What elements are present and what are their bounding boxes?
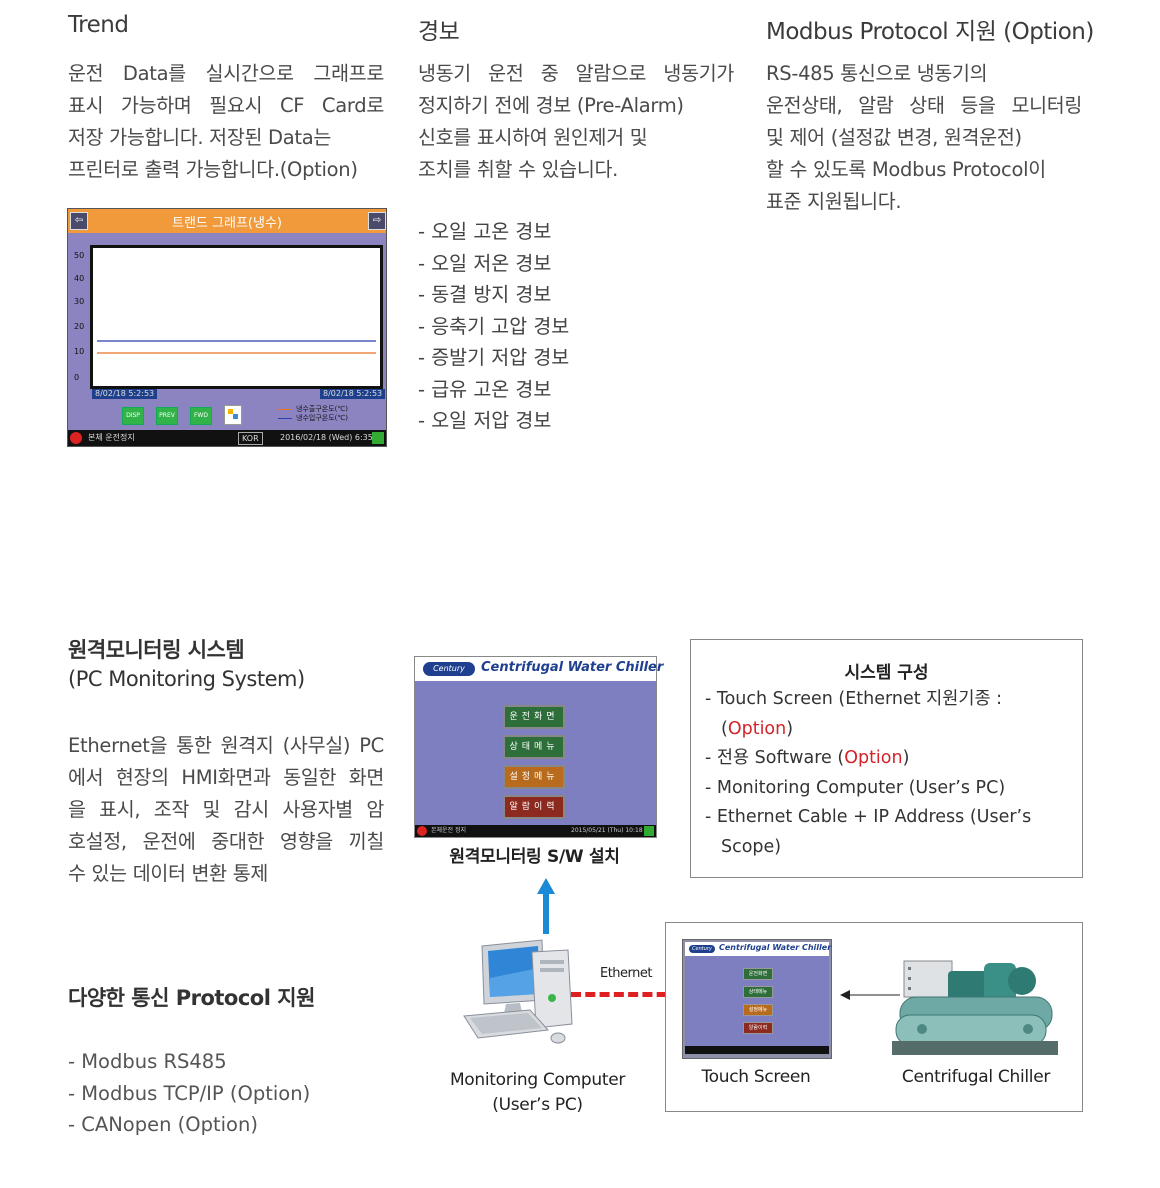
list-item: - 응축기 고압 경보 — [418, 314, 570, 338]
list-item: - 오일 저온 경보 — [418, 251, 552, 275]
palette-icon[interactable] — [224, 405, 242, 425]
trend-lines — [97, 340, 376, 354]
remote-screen-title: Centrifugal Water Chiller — [481, 660, 664, 675]
protocol-heading: 다양한 통신 Protocol 지원 — [68, 986, 315, 1010]
left-arrow-icon — [840, 990, 900, 1000]
ethernet-label: Ethernet — [600, 966, 653, 981]
computer-icon — [463, 939, 573, 1044]
list-item: - 오일 저압 경보 — [418, 409, 552, 432]
list-item: - CANopen (Option) — [68, 1113, 258, 1136]
trend-legend: 냉수출구온도(℃) 냉수입구온도(℃) — [278, 405, 348, 423]
alarm-icon[interactable] — [70, 432, 82, 444]
menu-item[interactable]: 알람이력 — [743, 1022, 773, 1034]
status-time: 2015/05/21 (Thu) 10:18 — [571, 827, 643, 834]
list-item: - Modbus RS485 — [68, 1050, 227, 1073]
system-config-box: 시스템 구성 - Touch Screen (Ethernet 지원기종 : (… — [690, 639, 1083, 878]
y-tick: 10 — [74, 347, 85, 356]
language-button[interactable]: KOR — [238, 432, 263, 445]
time-start: 8/02/18 5:2:53 — [92, 389, 158, 399]
y-tick: 50 — [74, 251, 85, 260]
pc-caption: Monitoring Computer (User’s PC) — [449, 1070, 626, 1115]
century-logo: Century — [423, 662, 475, 676]
menu-item[interactable]: 운전화면 — [743, 968, 773, 980]
back-arrow-icon[interactable]: ⇦ — [70, 212, 88, 230]
chiller-caption: Centrifugal Chiller — [901, 1067, 1051, 1087]
list-item: - Monitoring Computer (User’s PC) — [705, 777, 1006, 798]
trend-screen-titlebar: 트랜드 그래프(냉수) — [68, 209, 386, 233]
status-text: 본체 운전정지 — [88, 433, 135, 442]
remote-description: Ethernet을 통한 원격지 (사무실) PC 에서 현장의 HMI화면과 … — [68, 734, 384, 885]
list-item: - 동결 방지 경보 — [418, 283, 552, 306]
remote-menu-panel: 운전화면 상태메뉴 설정메뉴 알람이력 — [415, 681, 656, 825]
list-item: - 전용 Software (Option) — [705, 748, 910, 768]
menu-item[interactable]: 상태메뉴 — [743, 986, 773, 998]
alarm-history-button[interactable]: 알람이력 — [503, 795, 565, 819]
protocol-list: - Modbus RS485 - Modbus TCP/IP (Option) … — [68, 1046, 310, 1141]
alarm-list: - 오일 고온 경보 - 오일 저온 경보 - 동결 방지 경보 - 응축기 고… — [418, 216, 569, 437]
touch-screen-device: Century Centrifugal Water Chiller 운전화면 상… — [682, 939, 832, 1059]
alarm-icon[interactable] — [417, 826, 427, 836]
modbus-heading: Modbus Protocol 지원 (Option) — [766, 19, 1094, 45]
century-logo: Century — [689, 945, 715, 953]
list-item: - Touch Screen (Ethernet 지원기종 : — [705, 689, 1003, 709]
list-item: (Option) — [721, 718, 794, 739]
prev-button[interactable]: PREV — [156, 407, 178, 425]
settings-menu-button[interactable]: 설정메뉴 — [503, 765, 565, 789]
ethernet-cable-line — [571, 992, 681, 997]
remote-status-bar: 본체운전 정지 2015/05/21 (Thu) 10:18 — [415, 825, 656, 837]
remote-caption: 원격모니터링 S/W 설치 — [449, 847, 620, 867]
y-tick: 40 — [74, 274, 85, 283]
forward-arrow-icon[interactable]: ⇨ — [368, 212, 386, 230]
home-icon[interactable] — [644, 826, 654, 836]
trend-status-bar: 본체 운전정지 KOR 2016/02/18 (Wed) 6:35 — [68, 430, 386, 446]
remote-heading: 원격모니터링 시스템 — [68, 638, 245, 662]
field-equipment-box: Century Centrifugal Water Chiller 운전화면 상… — [665, 922, 1083, 1112]
up-arrow-icon — [537, 878, 555, 934]
trend-description: 운전 Data를 실시간으로 그래프로 표시 가능하며 필요시 CF Card로… — [68, 62, 384, 181]
trend-graph-screen: 트랜드 그래프(냉수) ⇦ ⇨ 50 40 30 20 10 0 8/02/18… — [67, 208, 387, 447]
list-item: - Modbus TCP/IP (Option) — [68, 1081, 311, 1105]
y-tick: 30 — [74, 297, 85, 306]
trend-plot-area — [90, 245, 383, 389]
touch-screen-caption: Touch Screen — [701, 1067, 811, 1087]
time-end: 8/02/18 5:2:53 — [320, 389, 386, 399]
chiller-image — [892, 960, 1058, 1055]
status-menu-button[interactable]: 상태메뉴 — [503, 735, 565, 759]
y-tick: 0 — [74, 373, 80, 382]
modbus-description: RS-485 통신으로 냉동기의 운전상태, 알람 상태 등을 모니터링 및 제… — [766, 62, 1082, 213]
status-time: 2016/02/18 (Wed) 6:35 — [280, 433, 373, 442]
touch-screen-title: Centrifugal Water Chiller — [719, 943, 832, 952]
alarm-description: 냉동기 운전 중 알람으로 냉동기가 정지하기 전에 경보 (Pre-Alarm… — [418, 62, 734, 181]
list-item: - Ethernet Cable + IP Address (User’s — [705, 807, 1032, 827]
list-item: - 증발기 저압 경보 — [418, 346, 570, 369]
list-item: - 오일 고온 경보 — [418, 220, 552, 243]
status-text: 본체운전 정지 — [431, 827, 467, 834]
menu-item[interactable]: 설정메뉴 — [743, 1004, 773, 1016]
list-item: Scope) — [721, 836, 782, 857]
remote-hmi-screen: Century Centrifugal Water Chiller 운전화면 상… — [414, 656, 663, 838]
trend-screen-title: 트랜드 그래프(냉수) — [172, 216, 282, 231]
system-config-list: - Touch Screen (Ethernet 지원기종 : (Option)… — [705, 685, 1031, 862]
system-config-title: 시스템 구성 — [844, 663, 929, 683]
trend-heading: Trend — [68, 12, 129, 38]
home-icon[interactable] — [372, 432, 384, 444]
disp-button[interactable]: DISP — [122, 407, 144, 425]
fwd-button[interactable]: FWD — [190, 407, 212, 425]
y-tick: 20 — [74, 322, 85, 331]
operation-screen-button[interactable]: 운전화면 — [503, 705, 565, 729]
remote-subheading: (PC Monitoring System) — [68, 667, 305, 691]
list-item: - 급유 고온 경보 — [418, 377, 552, 401]
alarm-heading: 경보 — [418, 19, 460, 45]
touch-status-bar — [685, 1046, 829, 1054]
